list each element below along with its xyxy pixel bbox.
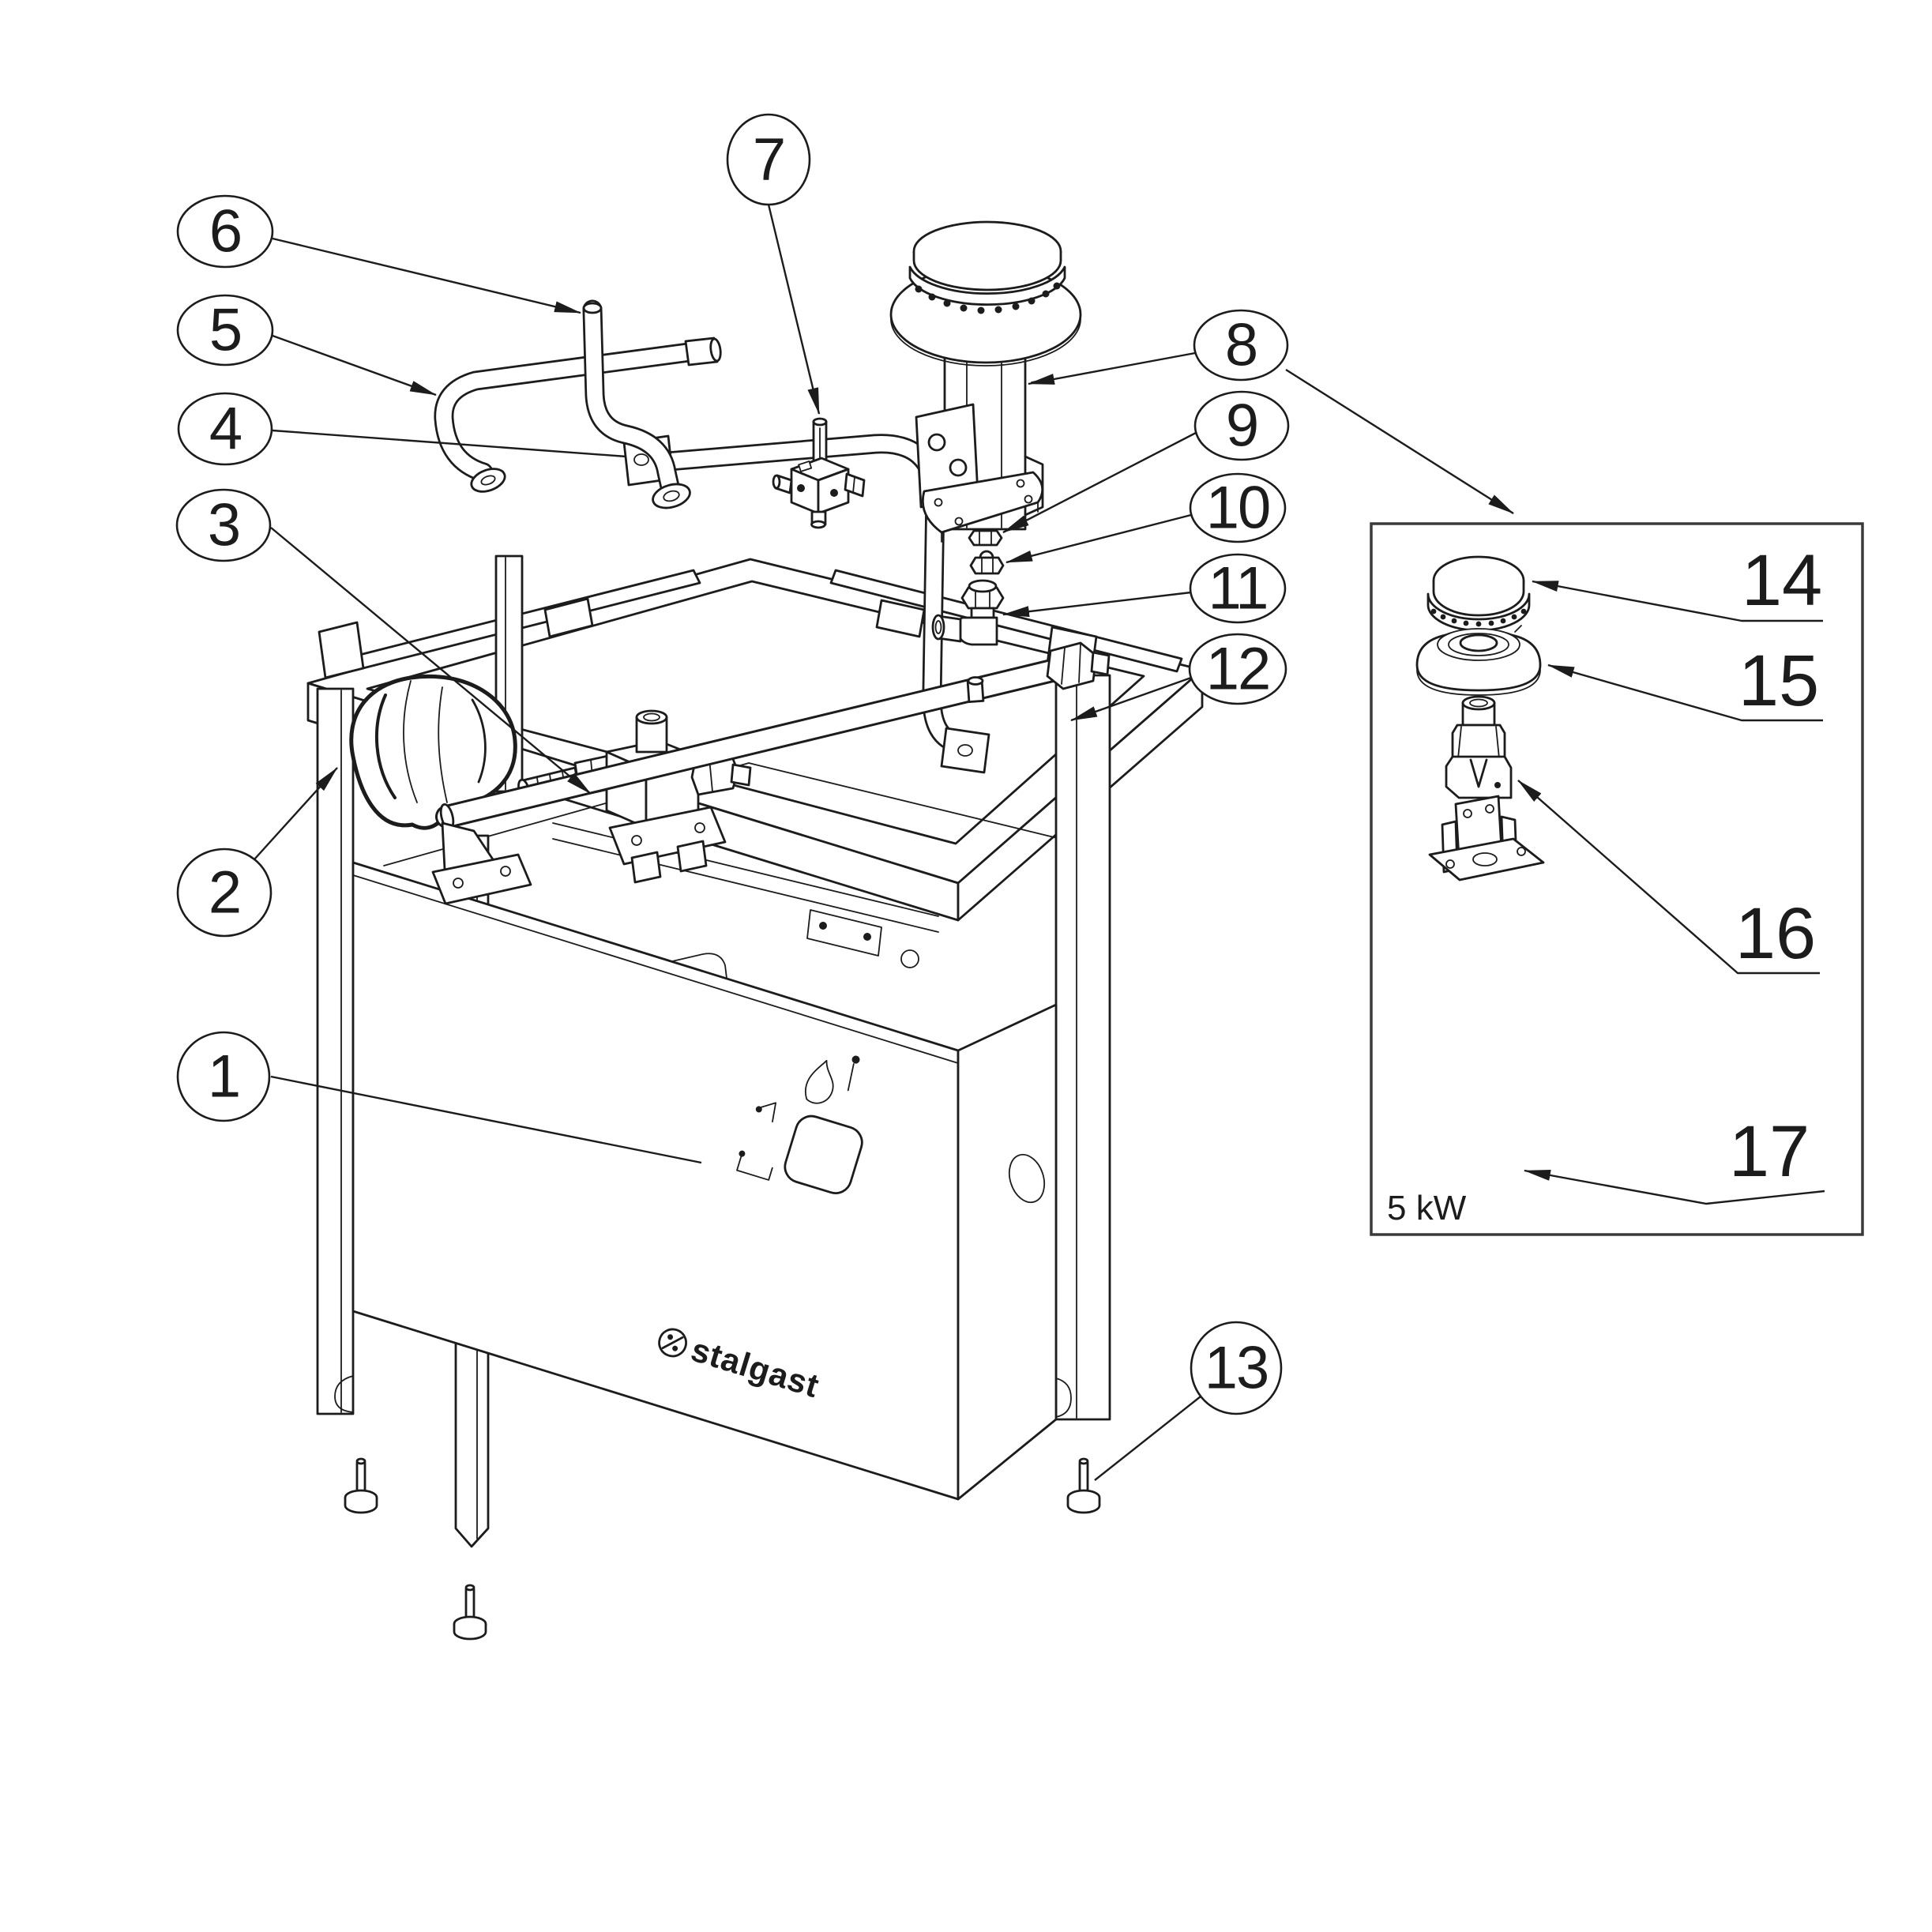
inset-label-17: 17 (1524, 1111, 1825, 1205)
burner-crown-drawing (1415, 625, 1542, 696)
svg-text:3: 3 (208, 492, 239, 559)
gas-pipe-5-drawing (434, 336, 722, 493)
svg-text:9: 9 (1226, 393, 1257, 460)
svg-text:2: 2 (209, 859, 240, 927)
burner-assembly-drawing (889, 220, 1082, 575)
callout-13: 13 (1190, 1321, 1283, 1415)
svg-text:13: 13 (1205, 1335, 1269, 1402)
svg-text:1: 1 (208, 1043, 239, 1111)
foot-screw-front (453, 1584, 487, 1641)
burner-bracket-drawing (1428, 795, 1545, 881)
svg-text:8: 8 (1225, 312, 1257, 379)
inset-label-14: 14 (1532, 540, 1823, 622)
svg-text:17: 17 (1729, 1111, 1810, 1192)
burner-nut-9 (968, 529, 1003, 547)
igniter-drawing (772, 417, 866, 529)
callout-11: 11 (1189, 553, 1287, 624)
inset-label-16: 16 (1517, 780, 1820, 975)
callout-3: 3 (175, 488, 272, 562)
callout-1: 1 (176, 1031, 271, 1122)
callout-10: 10 (1189, 472, 1287, 543)
callout-5: 5 (176, 294, 274, 366)
inset-box: 14 15 16 17 5 kW (1370, 522, 1864, 1236)
svg-text:10: 10 (1206, 475, 1270, 542)
burner-cap-drawing (1426, 555, 1531, 632)
callout-6: 6 (176, 194, 274, 269)
brand-logo-icon (658, 1328, 687, 1358)
control-knob-drawing (349, 674, 517, 830)
svg-text:6: 6 (209, 198, 241, 265)
gas-symbol-decal (736, 1055, 863, 1194)
svg-text:11: 11 (1208, 555, 1268, 622)
svg-text:16: 16 (1735, 893, 1816, 974)
leader-lines (254, 204, 1514, 1481)
callout-7: 7 (726, 113, 811, 206)
manifold-pipe-drawing (431, 641, 1111, 905)
burner-nut-10 (969, 550, 1005, 575)
foot-screw-left (344, 1457, 378, 1514)
inset-label-15: 15 (1547, 641, 1823, 722)
burner-body-drawing (1445, 695, 1513, 799)
elbow-fitting-drawing (931, 579, 1005, 646)
gas-valve-drawing (517, 709, 752, 884)
callout-8: 8 (1193, 309, 1289, 382)
svg-text:5: 5 (209, 297, 241, 364)
svg-text:7: 7 (753, 126, 784, 194)
foot-screw-right (1066, 1457, 1101, 1514)
callout-12: 12 (1188, 633, 1287, 705)
gas-pipe-6-drawing (582, 299, 691, 509)
callout-2: 2 (176, 848, 273, 938)
svg-text:14: 14 (1742, 540, 1822, 621)
callout-9: 9 (1193, 390, 1290, 461)
svg-text:4: 4 (209, 396, 242, 463)
callouts: 1 2 3 4 5 6 7 8 (175, 113, 1290, 1415)
svg-text:15: 15 (1738, 641, 1819, 721)
svg-text:12: 12 (1206, 636, 1270, 703)
inset-caption: 5 kW (1387, 1189, 1467, 1227)
callout-4: 4 (177, 392, 273, 466)
